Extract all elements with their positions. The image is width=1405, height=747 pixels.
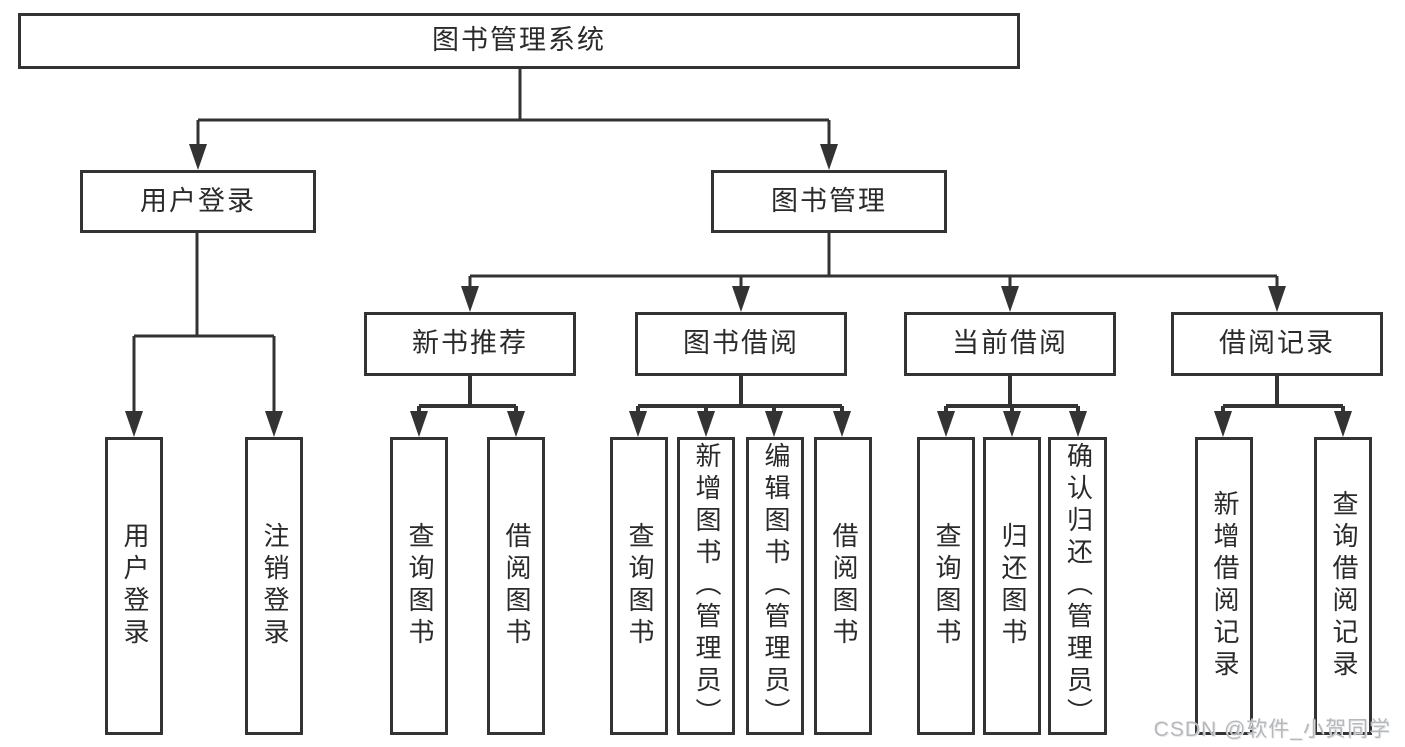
arrowhead-icon: [265, 411, 283, 437]
connector-user-login: [132, 233, 276, 414]
leaf-user-login: 用户登录: [105, 437, 163, 735]
leaf-confirm-return-admin: 确认归还（管理员）: [1048, 437, 1107, 735]
arrowhead-icon: [820, 144, 838, 170]
watermark: CSDN @软件_小贺同学: [1153, 718, 1391, 741]
leaf-add-book-admin: 新增图书（管理员）: [677, 437, 735, 735]
connector-current-borrow-group: [944, 376, 1080, 414]
arrowhead-icon: [1268, 286, 1286, 312]
node-borrow-records: 借阅记录: [1171, 312, 1383, 376]
leaf-query-borrow-record: 查询借阅记录: [1314, 437, 1372, 735]
connector-borrow-record-group: [1221, 376, 1345, 414]
arrowhead-icon: [697, 411, 715, 437]
arrowhead-icon: [1003, 411, 1021, 437]
arrowhead-icon: [1069, 411, 1087, 437]
leaf-return-book: 归还图书: [983, 437, 1041, 735]
arrowhead-icon: [765, 411, 783, 437]
node-book-borrow: 图书借阅: [635, 312, 847, 376]
node-book-management: 图书管理: [711, 170, 947, 233]
leaf-borrow-book-recommend: 借阅图书: [487, 437, 545, 735]
leaf-query-book-current: 查询图书: [917, 437, 975, 735]
arrowhead-icon: [833, 411, 851, 437]
arrowhead-icon: [125, 411, 143, 437]
leaf-edit-book-admin: 编辑图书（管理员）: [746, 437, 804, 735]
arrowheads: [125, 144, 1352, 437]
node-current-borrow: 当前借阅: [904, 312, 1116, 376]
connector-book-borrow-group: [636, 376, 844, 414]
arrowhead-icon: [410, 411, 428, 437]
connector-new-book-group: [417, 376, 518, 414]
leaf-add-borrow-record: 新增借阅记录: [1195, 437, 1253, 735]
arrowhead-icon: [732, 286, 750, 312]
node-new-book-recommend: 新书推荐: [364, 312, 576, 376]
leaf-borrow-book: 借阅图书: [814, 437, 872, 735]
arrowhead-icon: [507, 411, 525, 437]
node-user-login: 用户登录: [80, 170, 316, 233]
connector-root: [196, 69, 831, 148]
arrowhead-icon: [937, 411, 955, 437]
arrowhead-icon: [1334, 411, 1352, 437]
node-library-system: 图书管理系统: [18, 13, 1020, 69]
arrowhead-icon: [629, 411, 647, 437]
arrowhead-icon: [189, 144, 207, 170]
arrowhead-icon: [1214, 411, 1232, 437]
leaf-query-book-recommend: 查询图书: [390, 437, 448, 735]
arrowhead-icon: [461, 286, 479, 312]
leaf-query-book-borrow: 查询图书: [610, 437, 668, 735]
arrowhead-icon: [1001, 286, 1019, 312]
leaf-logout: 注销登录: [245, 437, 303, 735]
connector-book-mgmt: [468, 233, 1279, 289]
